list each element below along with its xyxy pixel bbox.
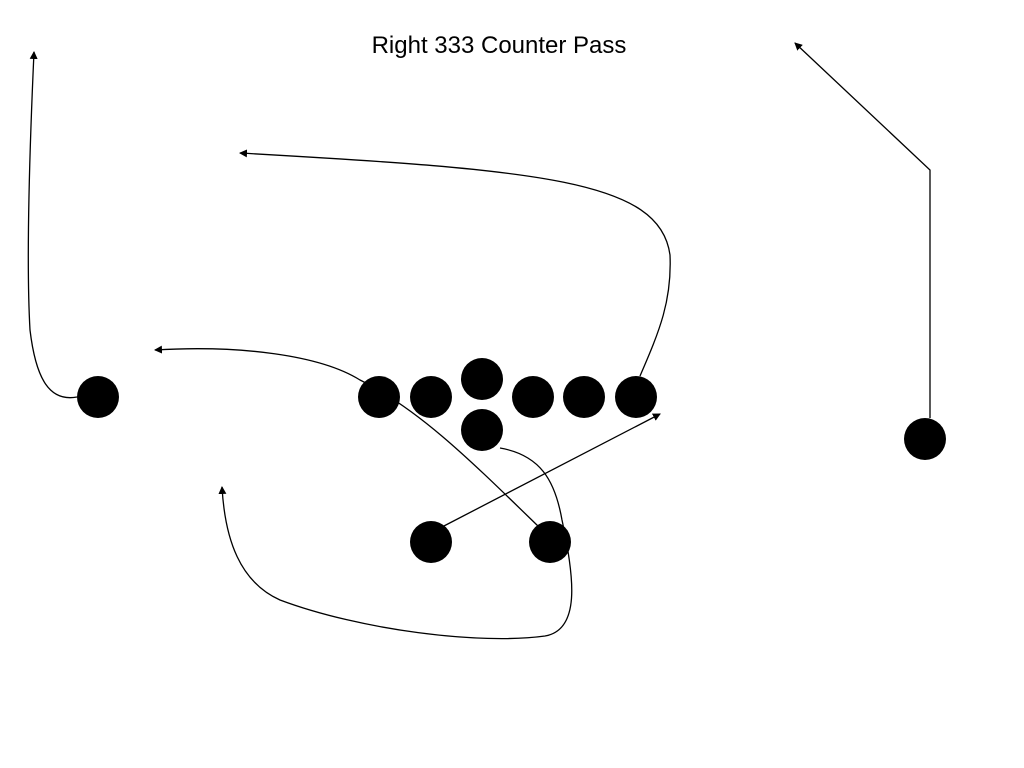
- player-left-tackle: [358, 376, 400, 418]
- player-quarterback: [461, 409, 503, 451]
- player-halfback: [410, 521, 452, 563]
- route-center-counter-loop: [218, 447, 573, 640]
- player-left-receiver: [77, 376, 119, 418]
- play-title: Right 333 Counter Pass: [371, 32, 627, 59]
- route-qb-pass-throw: [441, 413, 661, 528]
- player-left-guard: [410, 376, 452, 418]
- player-right-tackle: [563, 376, 605, 418]
- player-fullback: [529, 521, 571, 563]
- route-right-end-deep-cross: [239, 149, 671, 377]
- player-right-guard: [512, 376, 554, 418]
- route-left-receiver-streak: [27, 51, 78, 399]
- player-right-receiver: [904, 418, 946, 460]
- player-center: [461, 358, 503, 400]
- player-tight-end: [615, 376, 657, 418]
- route-left-tackle-pull-cross: [154, 345, 541, 529]
- route-right-receiver-post: [794, 42, 931, 418]
